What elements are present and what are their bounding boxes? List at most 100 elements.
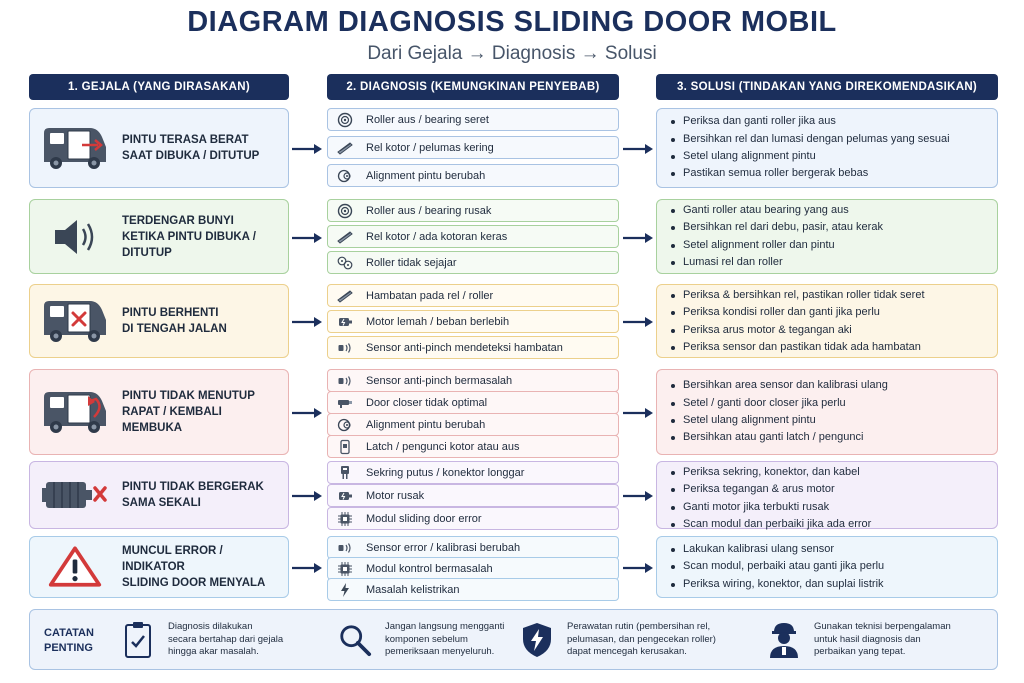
diagnosis-item: Alignment pintu berubah	[327, 164, 619, 187]
diagnosis-text: Motor rusak	[366, 489, 425, 502]
flow-arrow-icon	[292, 231, 322, 243]
warning-icon	[40, 537, 110, 597]
solusi-item: Setel ulang alignment pintu	[669, 412, 987, 429]
diagnosis-item: Masalah kelistrikan	[327, 578, 619, 601]
diagnosis-text: Roller tidak sejajar	[366, 256, 457, 269]
diagnosis-text: Latch / pengunci kotor atau aus	[366, 440, 520, 453]
checklist-icon	[118, 620, 158, 660]
solusi-item: Bersihkan atau ganti latch / pengunci	[669, 429, 987, 446]
solusi-item: Bersihkan rel dan lumasi dengan pelumas …	[669, 131, 987, 148]
solusi-item: Ganti roller atau bearing yang aus	[669, 202, 987, 219]
van-door-open-icon	[40, 109, 110, 187]
note-text: Perawatan rutin (pembersihan rel,pelumas…	[567, 621, 716, 658]
diagnosis-item: Latch / pengunci kotor atau aus	[327, 435, 619, 458]
diagnosis-item: Sekring putus / konektor longgar	[327, 461, 619, 484]
solusi-item: Ganti motor jika terbukti rusak	[669, 499, 987, 516]
van-door-stopped-icon	[40, 285, 110, 357]
diagnosis-item: Sensor anti-pinch mendeteksi hambatan	[327, 336, 619, 359]
flow-arrow-icon	[623, 142, 653, 154]
flow-arrow-icon	[623, 315, 653, 327]
alignment-icon	[328, 417, 356, 433]
solusi-item: Setel ulang alignment pintu	[669, 148, 987, 165]
solusi-item: Setel / ganti door closer jika perlu	[669, 395, 987, 412]
diagnosis-item: Sensor anti-pinch bermasalah	[327, 369, 619, 392]
diagnosis-item: Motor lemah / beban berlebih	[327, 310, 619, 333]
diagnosis-text: Door closer tidak optimal	[366, 396, 488, 409]
flow-arrow-icon	[623, 406, 653, 418]
solusi-item: Pastikan semua roller bergerak bebas	[669, 165, 987, 182]
diagnosis-text: Sensor anti-pinch bermasalah	[366, 374, 513, 387]
latch-icon	[328, 439, 356, 455]
fuse-icon	[328, 465, 356, 481]
diagnosis-item: Roller tidak sejajar	[327, 251, 619, 274]
rail-icon	[328, 140, 356, 156]
roller-icon	[328, 203, 356, 219]
solusi-item: Scan modul, perbaiki atau ganti jika per…	[669, 558, 987, 575]
column-header-diagnosis: 2. DIAGNOSIS (KEMUNGKINAN PENYEBAB)	[327, 74, 619, 100]
flow-arrow-icon	[623, 561, 653, 573]
solusi-item: Periksa arus motor & tegangan aki	[669, 322, 987, 339]
column-header-gejala: 1. GEJALA (YANG DIRASAKAN)	[29, 74, 289, 100]
page-subtitle: Dari Gejala → Diagnosis → Solusi	[367, 43, 657, 64]
misaligned-roller-icon	[328, 255, 356, 271]
diagnosis-item: Rel kotor / pelumas kering	[327, 136, 619, 159]
chip-icon	[328, 511, 356, 527]
diagnosis-item: Motor rusak	[327, 484, 619, 507]
diagnosis-item: Alignment pintu berubah	[327, 413, 619, 436]
solusi-item: Bersihkan rel dari debu, pasir, atau ker…	[669, 219, 987, 236]
flow-arrow-icon	[623, 489, 653, 501]
diagnosis-text: Masalah kelistrikan	[366, 583, 460, 596]
speaker-icon	[40, 200, 110, 273]
diagnosis-item: Roller aus / bearing seret	[327, 108, 619, 131]
solusi-item: Setel alignment roller dan pintu	[669, 237, 987, 254]
flow-arrow-icon	[292, 561, 322, 573]
diagnosis-text: Rel kotor / ada kotoran keras	[366, 230, 508, 243]
diagnosis-text: Sekring putus / konektor longgar	[366, 466, 525, 479]
diagnosis-text: Alignment pintu berubah	[366, 418, 486, 431]
chip-icon	[328, 561, 356, 577]
diagnosis-item: Modul sliding door error	[327, 507, 619, 530]
sensor-icon	[328, 373, 356, 389]
technician-icon	[764, 620, 804, 660]
flow-arrow-icon	[292, 489, 322, 501]
diagnosis-item: Modul kontrol bermasalah	[327, 557, 619, 580]
diagnosis-text: Modul kontrol bermasalah	[366, 562, 493, 575]
sensor-icon	[328, 340, 356, 356]
solusi-item: Scan modul dan perbaiki jika ada error	[669, 516, 987, 533]
motor-error-icon	[40, 462, 110, 528]
solusi-item: Lakukan kalibrasi ulang sensor	[669, 541, 987, 558]
diagnosis-item: Door closer tidak optimal	[327, 391, 619, 414]
page-title: DIAGRAM DIAGNOSIS SLIDING DOOR MOBIL	[187, 6, 837, 38]
diagnosis-text: Rel kotor / pelumas kering	[366, 141, 494, 154]
solusi-item: Periksa tegangan & arus motor	[669, 481, 987, 498]
solusi-item: Periksa sensor dan pastikan tidak ada ha…	[669, 339, 987, 356]
motor-icon	[328, 314, 356, 330]
diagnosis-text: Hambatan pada rel / roller	[366, 289, 494, 302]
diagnosis-text: Motor lemah / beban berlebih	[366, 315, 510, 328]
solusi-item: Periksa dan ganti roller jika aus	[669, 113, 987, 130]
note-item: Perawatan rutin (pembersihan rel,pelumas…	[517, 616, 716, 664]
flow-arrow-icon	[292, 142, 322, 154]
diagnosis-text: Sensor anti-pinch mendeteksi hambatan	[366, 341, 563, 354]
flow-arrow-icon	[292, 406, 322, 418]
solusi-box: Bersihkan area sensor dan kalibrasi ulan…	[656, 369, 998, 455]
solusi-item: Periksa kondisi roller dan ganti jika pe…	[669, 304, 987, 321]
door-closer-icon	[328, 395, 356, 411]
solusi-box: Periksa & bersihkan rel, pastikan roller…	[656, 284, 998, 358]
